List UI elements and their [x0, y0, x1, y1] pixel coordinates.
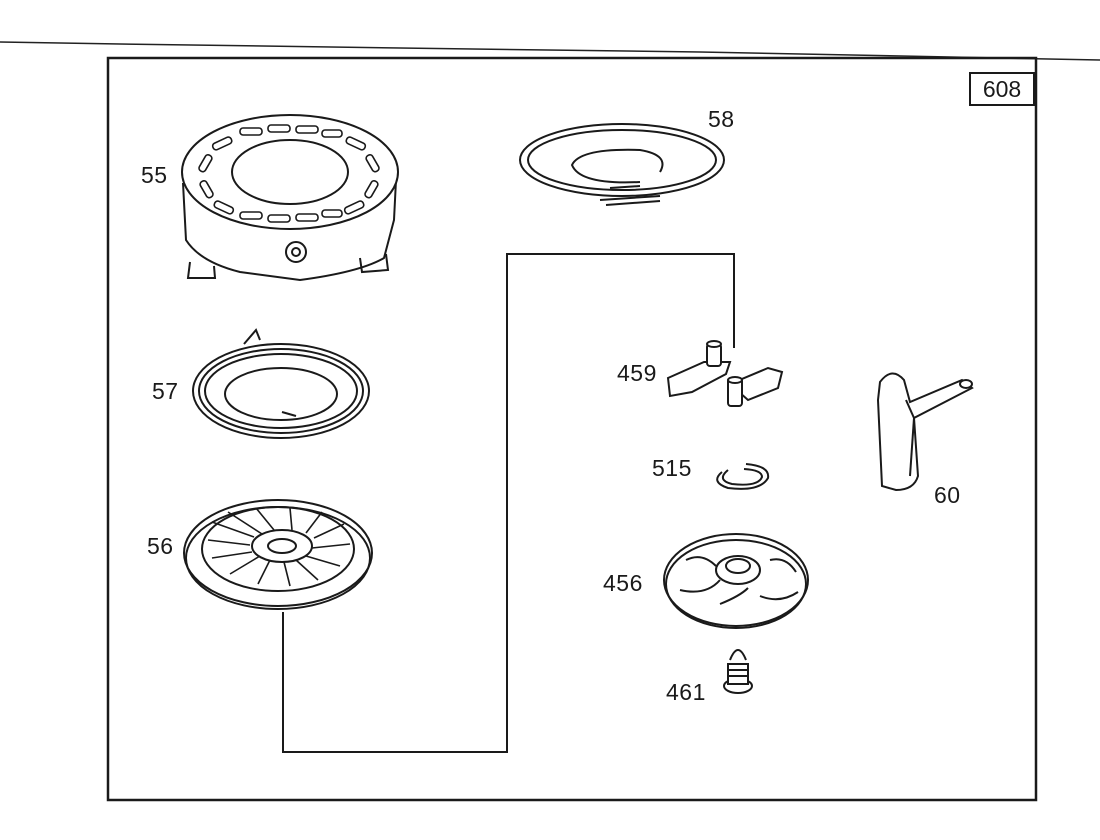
screw-icon	[723, 649, 753, 694]
scan-edge-line	[0, 41, 1100, 61]
housing-cover-icon	[181, 114, 399, 282]
part-label-57: 57	[152, 378, 179, 404]
part-label-459: 459	[617, 360, 657, 386]
part-label-60: 60	[934, 482, 961, 508]
starter-rope-icon	[519, 123, 725, 206]
pawl-icon	[666, 340, 784, 407]
rewind-spring-icon	[192, 328, 370, 439]
retaining-ring-icon	[716, 463, 770, 490]
part-label-55: 55	[141, 162, 168, 188]
part-label-456: 456	[603, 570, 643, 596]
starter-handle-icon	[876, 372, 974, 492]
diagram-page-number: 608	[969, 72, 1035, 106]
part-label-515: 515	[652, 455, 692, 481]
part-label-56: 56	[147, 533, 174, 559]
part-label-58: 58	[708, 106, 735, 132]
kit-bracket-line	[282, 253, 735, 753]
pulley-icon	[183, 499, 373, 610]
diagram-frame	[106, 56, 1038, 802]
retainer-icon	[663, 533, 809, 629]
part-label-461: 461	[666, 679, 706, 705]
